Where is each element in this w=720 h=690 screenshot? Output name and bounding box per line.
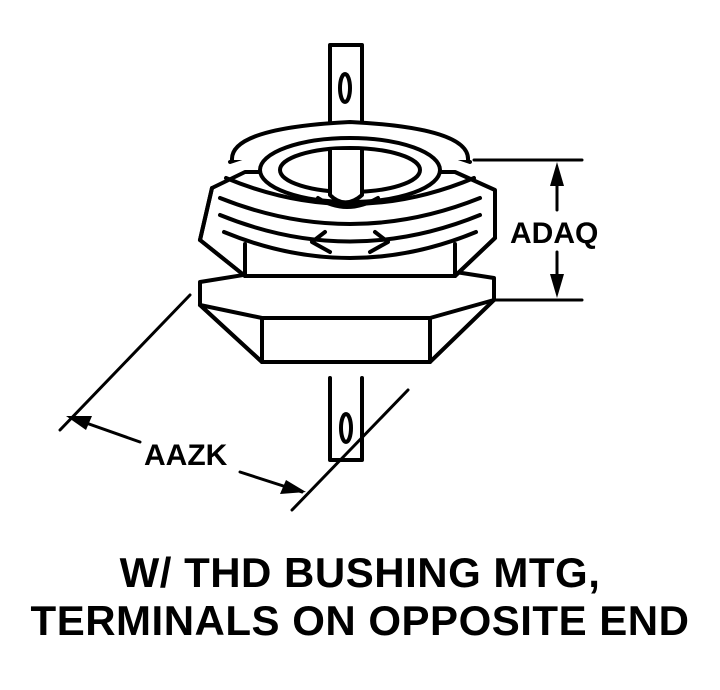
width-dimension xyxy=(58,293,410,512)
width-dimension-label: AAZK xyxy=(144,439,228,472)
hex-nut xyxy=(198,266,496,364)
caption-line-2: TERMINALS ON OPPOSITE END xyxy=(30,597,690,644)
bottom-terminal xyxy=(328,376,364,462)
height-dimension-label: ADAQ xyxy=(510,217,598,250)
height-dimension xyxy=(472,158,584,302)
caption-line-1: W/ THD BUSHING MTG, xyxy=(119,549,601,596)
threaded-bushing xyxy=(198,120,497,278)
